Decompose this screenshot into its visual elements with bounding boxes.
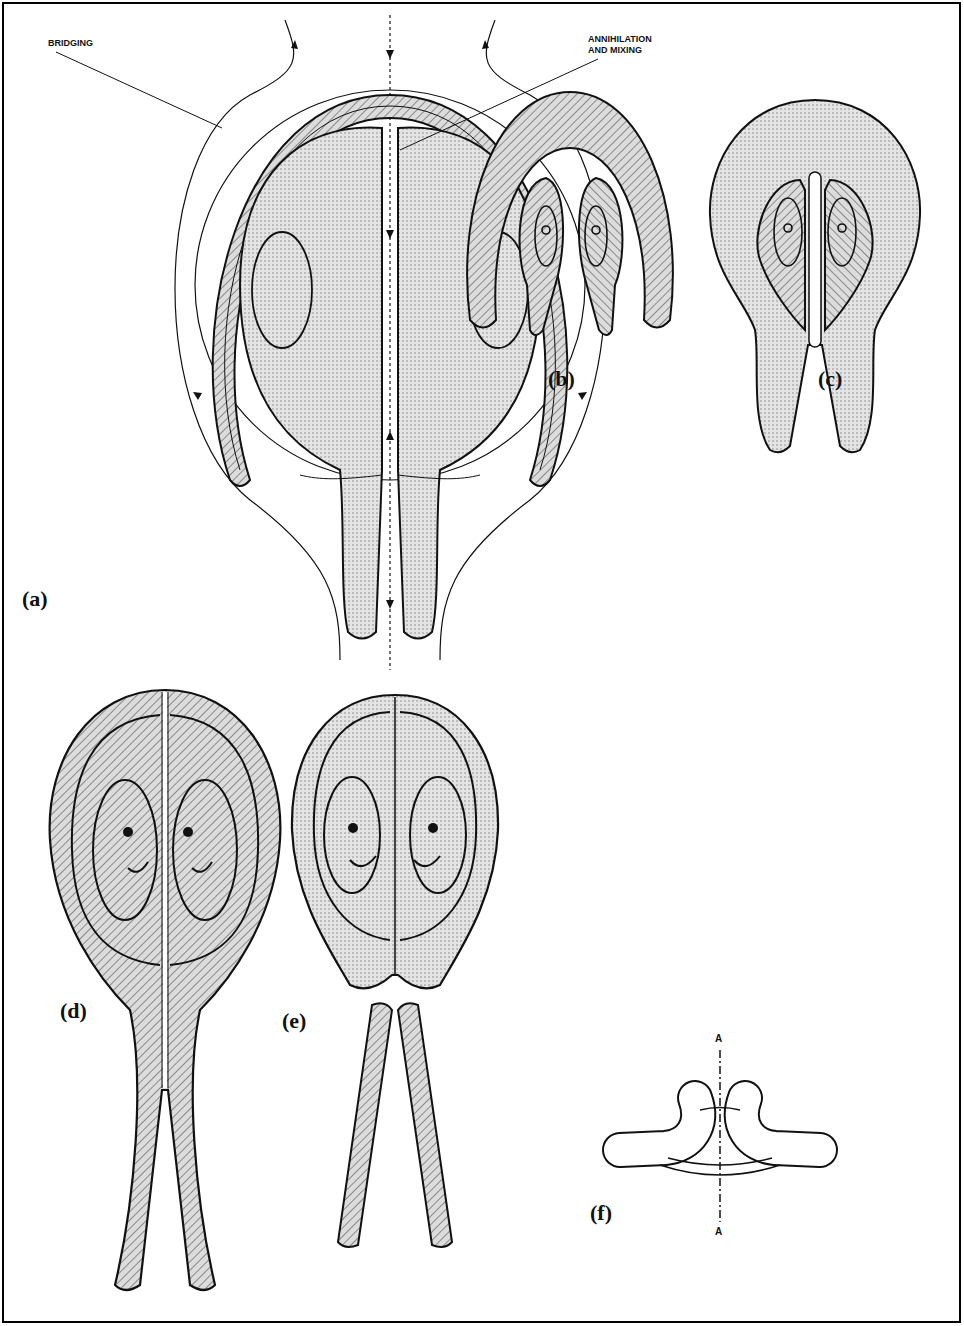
panel-label: (a) xyxy=(22,586,48,612)
leader-line xyxy=(56,52,222,128)
panel-label: (f) xyxy=(590,1200,612,1226)
panel-label: (d) xyxy=(60,998,87,1024)
panel-label: (e) xyxy=(282,1008,306,1034)
section-mark: A xyxy=(714,1033,723,1044)
annotation-label: BRIDGING xyxy=(48,38,93,49)
section-mark: A xyxy=(714,1226,723,1237)
annotation-label: ANNIHILATION AND MIXING xyxy=(588,34,666,56)
leader-line xyxy=(400,59,598,150)
panel-label: (b) xyxy=(548,366,575,392)
panel-label: (c) xyxy=(818,366,842,392)
